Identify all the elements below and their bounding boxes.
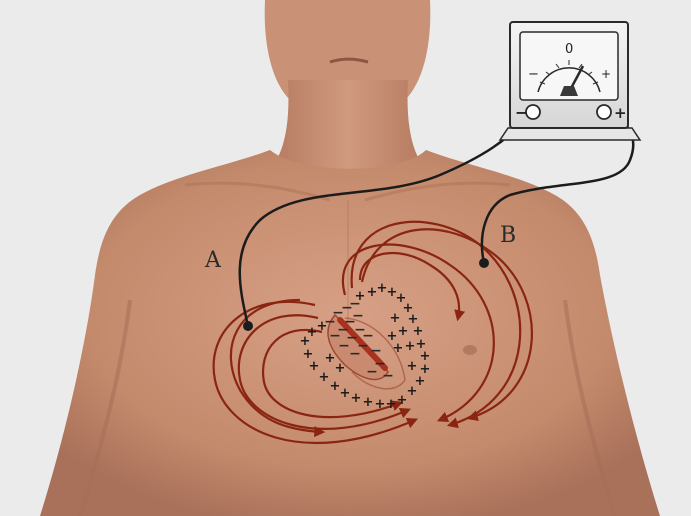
positive-charge: + — [386, 397, 397, 412]
positive-charge: + — [335, 361, 346, 376]
positive-charge: + — [407, 384, 418, 399]
voltmeter: 0 − + − + — [500, 22, 640, 140]
positive-charge: + — [319, 370, 330, 385]
positive-terminal — [597, 105, 611, 119]
negative-charge: − — [382, 368, 394, 384]
meter-zero-label: 0 — [565, 42, 573, 57]
positive-charge: + — [375, 397, 386, 412]
positive-charge: + — [340, 386, 351, 401]
neck — [270, 80, 426, 170]
electrode-a — [243, 321, 253, 331]
positive-charge: + — [363, 395, 374, 410]
positive-charge: + — [330, 379, 341, 394]
positive-terminal-label: + — [614, 104, 627, 122]
meter-plus-label: + — [601, 67, 611, 81]
electrode-b — [479, 258, 489, 268]
positive-charge: + — [351, 391, 362, 406]
meter-minus-label: − — [528, 67, 539, 82]
positive-charge: + — [303, 347, 314, 362]
positive-charge: + — [407, 359, 418, 374]
negative-charge: − — [362, 328, 374, 344]
negative-terminal-label: − — [515, 103, 528, 122]
electrode-a-label: A — [204, 248, 222, 273]
positive-charge: + — [398, 324, 409, 339]
positive-charge: + — [397, 393, 408, 408]
positive-charge: + — [390, 311, 401, 326]
meter-base — [500, 128, 640, 140]
nipple — [463, 345, 477, 355]
negative-charge: − — [370, 343, 382, 359]
electrode-b-label: B — [500, 223, 516, 248]
positive-charge: + — [387, 329, 398, 344]
positive-charge: + — [405, 339, 416, 354]
